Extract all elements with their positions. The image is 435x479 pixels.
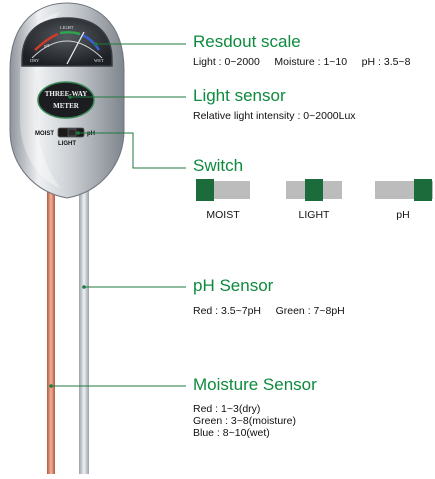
switch-illustration-light-knob [305, 179, 323, 201]
dial-text-light: LIGHT [60, 25, 74, 30]
dial-scale-arc [31, 40, 103, 59]
switch-label-moist: MOIST [206, 209, 240, 221]
desc-light-sensor: Relative light intensity : 0~2000Lux [193, 110, 356, 122]
brand-line-1: THREE-WAY [45, 90, 88, 98]
switch-label-light: LIGHT [298, 209, 330, 221]
dial-scale-arc-green [59, 30, 81, 36]
callout-dot-switch [76, 131, 80, 135]
heading-moisture-sensor: Moisture Sensor [193, 375, 317, 394]
ph-probe-silver [79, 190, 89, 474]
brand-badge [37, 81, 95, 119]
heading-ph-sensor: pH Sensor [193, 276, 274, 295]
callout-dot-scale [94, 42, 98, 46]
dial-text-ph: pH [44, 43, 50, 48]
heading-light-sensor: Light sensor [193, 86, 286, 105]
dial-text-dry: DRY [30, 58, 40, 63]
switch-label-ph: pH [396, 209, 410, 221]
dial-scale-arc-blue [81, 33, 101, 51]
desc-moisture-line-2: Green : 3~8(moisture) [193, 415, 297, 427]
callout-dot-moisture [49, 384, 53, 388]
callout-line-switch [78, 132, 186, 169]
device-switch-label-moist: MOIST [35, 131, 54, 137]
callout-dot-ph [82, 285, 86, 289]
dial-scale-arc-red [34, 32, 59, 51]
heading-readout-scale: Resdout scale [193, 32, 301, 51]
moisture-probe-red [47, 190, 55, 474]
brand-line-2: METER [53, 102, 80, 110]
dial-face [21, 17, 113, 67]
device-switch-label-light: LIGHT [58, 141, 76, 147]
desc-moisture-line-1: Red : 1~3(dry) [193, 403, 261, 415]
device-switch-label-ph: pH [87, 131, 95, 137]
desc-ph-sensor: Red : 3.5~7pH Green : 7~8pH [193, 305, 345, 317]
callout-dot-light [68, 95, 72, 99]
switch-illustration-ph-knob [414, 179, 432, 201]
device-switch-knob[interactable] [67, 128, 77, 137]
switch-illustration-moist-knob [196, 179, 214, 201]
dial-needle [66, 31, 85, 65]
desc-readout-scale: Light : 0~2000 Moisture : 1~10 pH : 3.5~… [193, 56, 411, 68]
heading-switch: Switch [193, 156, 244, 175]
desc-moisture-line-3: Blue : 8~10(wet) [193, 427, 270, 439]
dial-text-wet: WET [94, 58, 104, 63]
